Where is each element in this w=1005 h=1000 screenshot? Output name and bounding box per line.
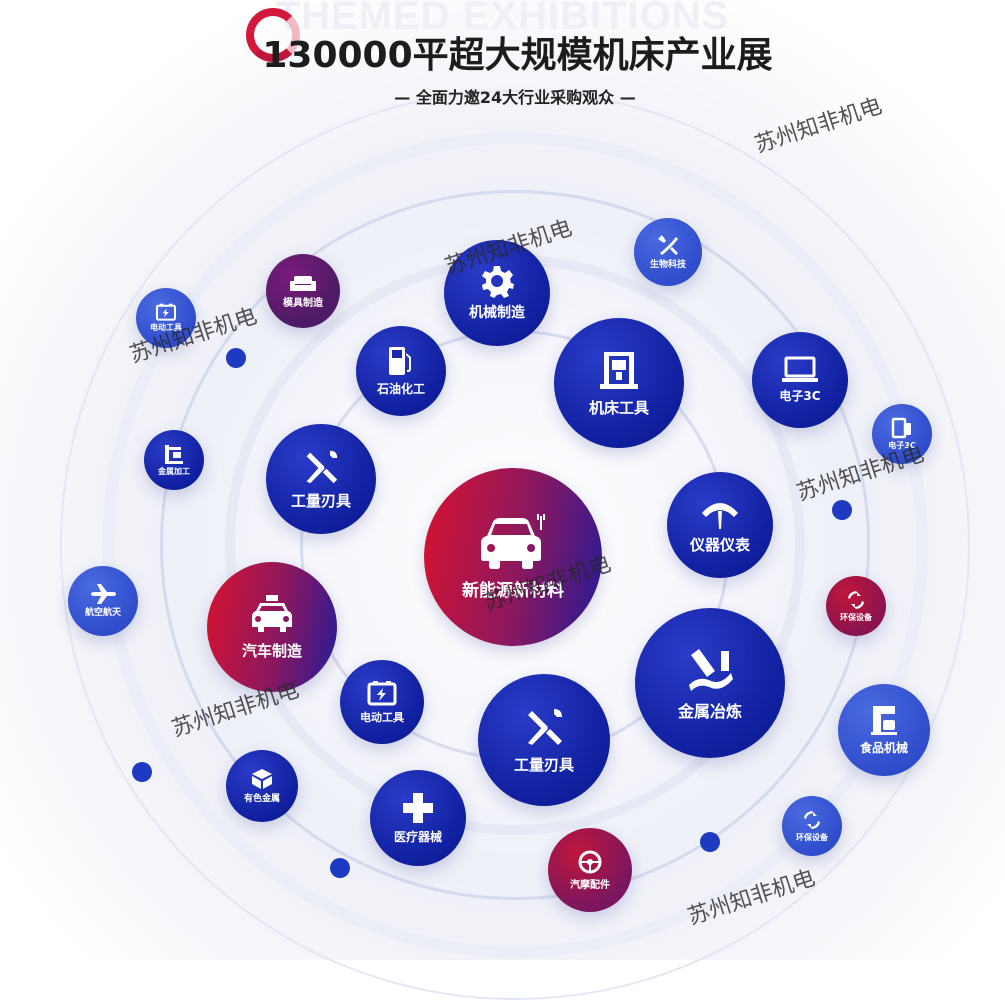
decor-dot — [330, 858, 350, 878]
bubble-nonferrous-metals[interactable]: 有色金属 — [226, 750, 298, 822]
bubble-label: 电动工具 — [360, 710, 404, 724]
metal-pour-icon — [689, 649, 733, 692]
tools-icon — [306, 450, 338, 483]
bubble-petrochemical[interactable]: 石油化工 — [356, 326, 446, 416]
bubble-label: 电动工具 — [150, 323, 182, 333]
decor-dot — [226, 348, 246, 368]
bubble-food-machinery[interactable]: 食品机械 — [838, 684, 930, 776]
bubble-cutting-tools-left[interactable]: 工量刃具 — [266, 424, 376, 534]
coffee-machine-icon — [871, 706, 897, 736]
bubble-label: 环保设备 — [796, 833, 828, 843]
recycle-icon — [804, 811, 820, 830]
decor-dot — [832, 500, 852, 520]
recycle-icon — [848, 591, 864, 610]
bubble-electronics-3c[interactable]: 电子3C — [752, 332, 848, 428]
bubble-power-tools[interactable]: 电动工具 — [340, 660, 424, 744]
bubble-auto-manufacturing[interactable]: 汽车制造 — [207, 562, 337, 692]
bubble-env-protection[interactable]: 环保设备 — [826, 576, 886, 636]
machine-tool-icon — [600, 351, 638, 389]
bubble-label: 环保设备 — [840, 613, 872, 623]
tools-icon — [528, 708, 562, 745]
gear-icon — [482, 266, 514, 299]
bubble-label: 电子3C — [779, 389, 821, 404]
bubble-machinery[interactable]: 机械制造 — [444, 240, 550, 346]
bubble-aerospace[interactable]: 航空航天 — [68, 566, 138, 636]
bubble-label: 汽摩配件 — [570, 880, 610, 891]
bubble-new-energy[interactable]: 新能源新材料 — [424, 468, 602, 646]
logo-ring-icon — [246, 8, 300, 62]
decor-dot — [132, 762, 152, 782]
bubble-label: 石油化工 — [376, 382, 425, 397]
bubble-power-tools-outer[interactable]: 电动工具 — [136, 288, 196, 348]
bubble-label: 工量刃具 — [513, 755, 574, 774]
page-subtitle: — 全面力邀24大行业采购观众 — — [394, 88, 636, 107]
dna-icon — [658, 235, 678, 256]
cube-icon — [252, 769, 272, 790]
bubble-label: 生物科技 — [649, 260, 686, 271]
battery-icon — [155, 303, 177, 321]
device-icon — [891, 417, 911, 439]
bubble-label: 电子3C — [888, 441, 916, 451]
bubble-label: 工量刃具 — [290, 491, 351, 510]
bubble-label: 新能源新材料 — [462, 580, 564, 601]
bubble-label: 金属冶炼 — [677, 702, 742, 722]
bubble-medical-devices[interactable]: 医疗器械 — [370, 770, 466, 866]
bubble-instruments[interactable]: 仪器仪表 — [667, 472, 773, 578]
taxi-icon — [252, 594, 292, 632]
car-charging-icon — [481, 513, 545, 569]
bubble-cutting-tools-bottom[interactable]: 工量刃具 — [478, 674, 610, 806]
bubble-label: 航空航天 — [84, 608, 121, 619]
bubble-mold-manufacturing[interactable]: 模具制造 — [266, 254, 340, 328]
bubble-metallurgy[interactable]: 金属冶炼 — [635, 608, 785, 758]
bubble-electronics-3c-small[interactable]: 电子3C — [872, 404, 932, 464]
bubble-label: 模具制造 — [283, 297, 323, 309]
bubble-label: 机械制造 — [469, 305, 525, 322]
fuel-pump-icon — [389, 347, 411, 376]
bubble-label: 食品机械 — [859, 741, 908, 756]
lathe-icon — [165, 445, 183, 465]
sofa-icon — [290, 275, 316, 291]
bubble-label: 金属加工 — [158, 467, 190, 477]
gauge-icon — [702, 502, 738, 529]
bubble-machine-tools[interactable]: 机床工具 — [554, 318, 684, 448]
airplane-icon — [91, 584, 116, 605]
bubble-auto-parts[interactable]: 汽摩配件 — [548, 828, 632, 912]
header-background-text: THEMED EXHIBITIONS — [275, 0, 730, 38]
bubble-metal-processing[interactable]: 金属加工 — [144, 430, 204, 490]
bubble-label: 仪器仪表 — [689, 535, 750, 554]
bubble-label: 汽车制造 — [241, 641, 302, 660]
battery-icon — [367, 680, 397, 706]
decor-dot — [700, 832, 720, 852]
laptop-icon — [782, 356, 818, 383]
bubble-biotech[interactable]: 生物科技 — [634, 218, 702, 286]
bubble-label: 医疗器械 — [393, 830, 442, 845]
bubble-label: 有色金属 — [243, 794, 280, 805]
page-title: 130000平超大规模机床产业展 — [262, 35, 773, 76]
steering-wheel-icon — [578, 850, 602, 874]
medical-cross-icon — [403, 793, 433, 824]
bubble-env-protection-outer[interactable]: 环保设备 — [782, 796, 842, 856]
bubble-label: 机床工具 — [588, 398, 649, 417]
ring-outer-1 — [160, 190, 870, 900]
